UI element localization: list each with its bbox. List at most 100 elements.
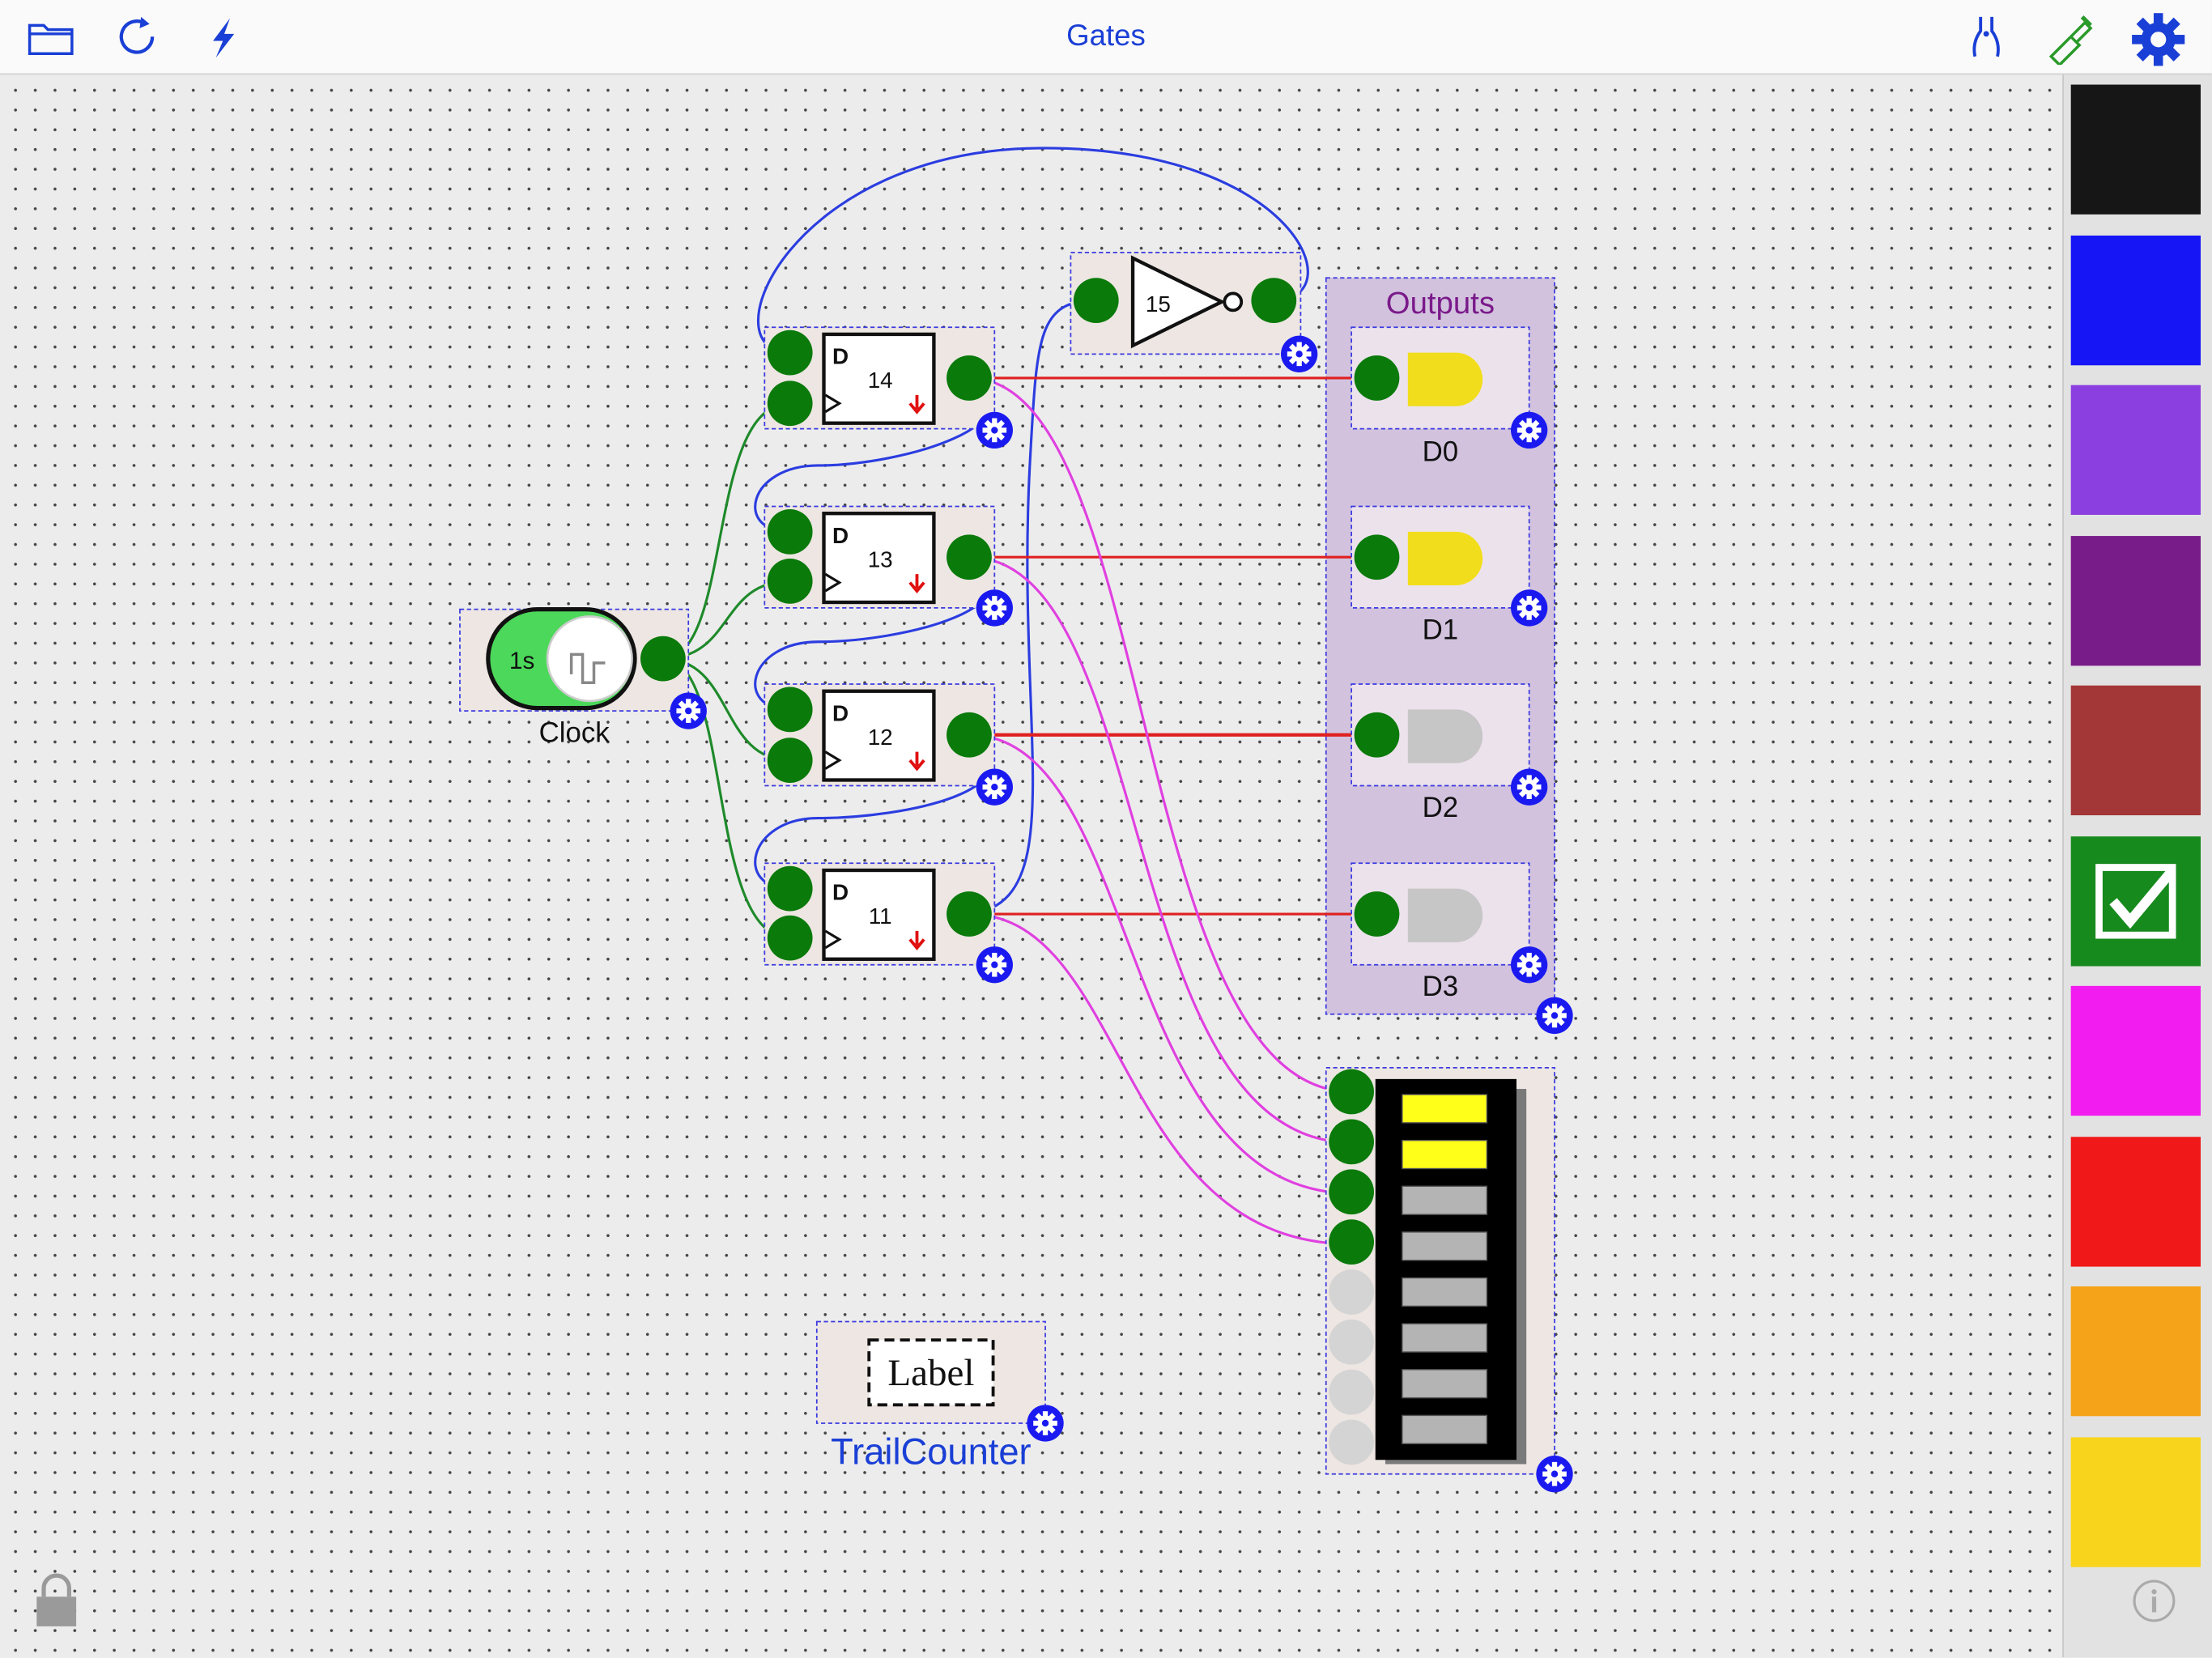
led-input-pin[interactable] <box>1354 712 1400 758</box>
clock-component[interactable]: 1s Clock <box>459 607 707 749</box>
lightning-icon[interactable] <box>194 8 251 65</box>
falling-edge-icon <box>908 394 925 414</box>
bargraph-segment <box>1402 1369 1488 1399</box>
clock-settings-icon[interactable] <box>670 692 707 729</box>
led-d3[interactable]: D3 <box>1351 862 1548 1002</box>
flipflop-14[interactable]: D 14 <box>764 326 1013 449</box>
wire-bar-4[interactable] <box>968 912 1352 1246</box>
flipflop-d-pin[interactable] <box>767 329 813 376</box>
swatch-orange[interactable] <box>2070 1286 2201 1417</box>
flipflop-q-pin[interactable] <box>946 534 992 580</box>
flipflop-clk-pin[interactable] <box>767 380 813 427</box>
swatch-black[interactable] <box>2070 84 2201 215</box>
circuit-canvas[interactable] <box>0 74 2063 1658</box>
led-input-pin[interactable] <box>1354 534 1400 580</box>
checkmark-icon <box>2095 863 2176 938</box>
flipflop-q-pin[interactable] <box>946 355 992 401</box>
swatch-brown[interactable] <box>2070 685 2201 816</box>
folder-icon[interactable] <box>23 8 79 65</box>
flipflop-clk-pin[interactable] <box>767 558 813 604</box>
bargraph-input-pin[interactable] <box>1329 1269 1375 1315</box>
led-d0[interactable]: D0 <box>1351 326 1548 468</box>
inverter-15[interactable]: 15 <box>1070 252 1318 372</box>
bargraph-segment <box>1402 1185 1488 1215</box>
inverter-settings-icon[interactable] <box>1281 335 1318 372</box>
led-bulb-off-icon <box>1407 709 1483 763</box>
flipflop-clk-pin[interactable] <box>767 915 813 961</box>
clock-output-pin[interactable] <box>640 636 686 682</box>
flipflop-d-pin[interactable] <box>767 508 813 555</box>
led-settings-icon[interactable] <box>1511 946 1548 984</box>
wire-bar-3[interactable] <box>968 733 1352 1195</box>
swatch-yellow[interactable] <box>2070 1436 2201 1567</box>
wire-bar-2[interactable] <box>968 555 1352 1144</box>
clock-toggle-knob[interactable] <box>546 615 633 703</box>
flipflop-q-pin[interactable] <box>946 891 992 937</box>
label-component[interactable]: Label TrailCounter <box>815 1320 1064 1473</box>
swatch-red[interactable] <box>2070 1136 2201 1266</box>
flipflop-11[interactable]: D 11 <box>764 862 1013 984</box>
bargraph-input-pin[interactable] <box>1329 1319 1375 1365</box>
bargraph-input-pin[interactable] <box>1329 1219 1375 1265</box>
led-input-pin[interactable] <box>1354 355 1400 401</box>
bargraph-input-pin[interactable] <box>1329 1419 1375 1465</box>
flipflop-id: 13 <box>868 546 893 572</box>
wire-bar-1[interactable] <box>968 376 1352 1094</box>
flipflop-d-label: D <box>832 344 849 369</box>
bargraph-input-pin[interactable] <box>1329 1169 1375 1215</box>
inverter-output-pin[interactable] <box>1251 278 1297 323</box>
bargraph-input-pin[interactable] <box>1329 1369 1375 1415</box>
outputs-group-settings-icon[interactable] <box>1536 997 1573 1035</box>
bargraph-input-pin[interactable] <box>1329 1069 1375 1115</box>
bargraph-settings-icon[interactable] <box>1536 1456 1573 1493</box>
flipflop-13[interactable]: D 13 <box>764 505 1013 627</box>
bargraph-input-pin[interactable] <box>1329 1119 1375 1165</box>
refresh-icon[interactable] <box>110 8 167 65</box>
label-settings-icon[interactable] <box>1027 1405 1064 1442</box>
page-title: Gates <box>1066 19 1146 53</box>
circuit-diagram: Outputs <box>459 147 1573 1493</box>
swatch-violet[interactable] <box>2070 385 2201 515</box>
swatch-green[interactable] <box>2070 835 2201 966</box>
flipflop-clk-pin[interactable] <box>767 738 813 783</box>
led-d2[interactable]: D2 <box>1351 683 1548 823</box>
swatch-magenta[interactable] <box>2070 985 2201 1116</box>
bargraph-segment <box>1402 1323 1488 1353</box>
inverter-input-pin[interactable] <box>1073 278 1119 323</box>
flipflop-id: 11 <box>869 903 892 929</box>
inverter-id: 15 <box>1146 291 1171 317</box>
falling-edge-icon <box>908 574 925 594</box>
flipflop-d-label: D <box>832 700 849 725</box>
clock-label: Clock <box>539 716 610 748</box>
led-settings-icon[interactable] <box>1511 768 1548 806</box>
led-bulb-off-icon <box>1407 888 1483 942</box>
flipflop-settings-icon[interactable] <box>976 589 1013 627</box>
flipflop-settings-icon[interactable] <box>976 411 1013 449</box>
led-settings-icon[interactable] <box>1511 589 1548 627</box>
wire-feedback-11-15[interactable] <box>968 299 1096 916</box>
flipflop-settings-icon[interactable] <box>976 946 1013 984</box>
swatch-blue[interactable] <box>2070 235 2201 365</box>
wires <box>662 147 1377 1246</box>
led-input-pin[interactable] <box>1354 891 1400 937</box>
bargraph-segment <box>1402 1231 1488 1261</box>
led-settings-icon[interactable] <box>1511 411 1548 449</box>
probe-icon[interactable] <box>2043 8 2099 67</box>
wire-cutter-icon[interactable] <box>1958 8 2014 65</box>
flipflop-d-pin[interactable] <box>767 687 813 733</box>
flipflop-settings-icon[interactable] <box>976 768 1013 806</box>
flipflop-q-pin[interactable] <box>946 712 992 758</box>
led-d1[interactable]: D1 <box>1351 505 1548 645</box>
flipflop-d-label: D <box>832 880 849 905</box>
flipflop-12[interactable]: D 12 <box>764 683 1013 806</box>
lock-icon[interactable] <box>31 1571 82 1630</box>
flipflop-d-pin[interactable] <box>767 865 813 912</box>
info-icon[interactable] <box>2130 1577 2178 1625</box>
falling-edge-icon <box>908 751 925 772</box>
swatch-purple[interactable] <box>2070 535 2201 665</box>
bargraph-display[interactable] <box>1325 1067 1573 1493</box>
led-label: D0 <box>1423 436 1459 468</box>
wire-feedback-15-14[interactable] <box>756 147 1309 355</box>
gear-icon[interactable] <box>2127 8 2185 66</box>
led-bulb-on-icon <box>1407 531 1483 586</box>
